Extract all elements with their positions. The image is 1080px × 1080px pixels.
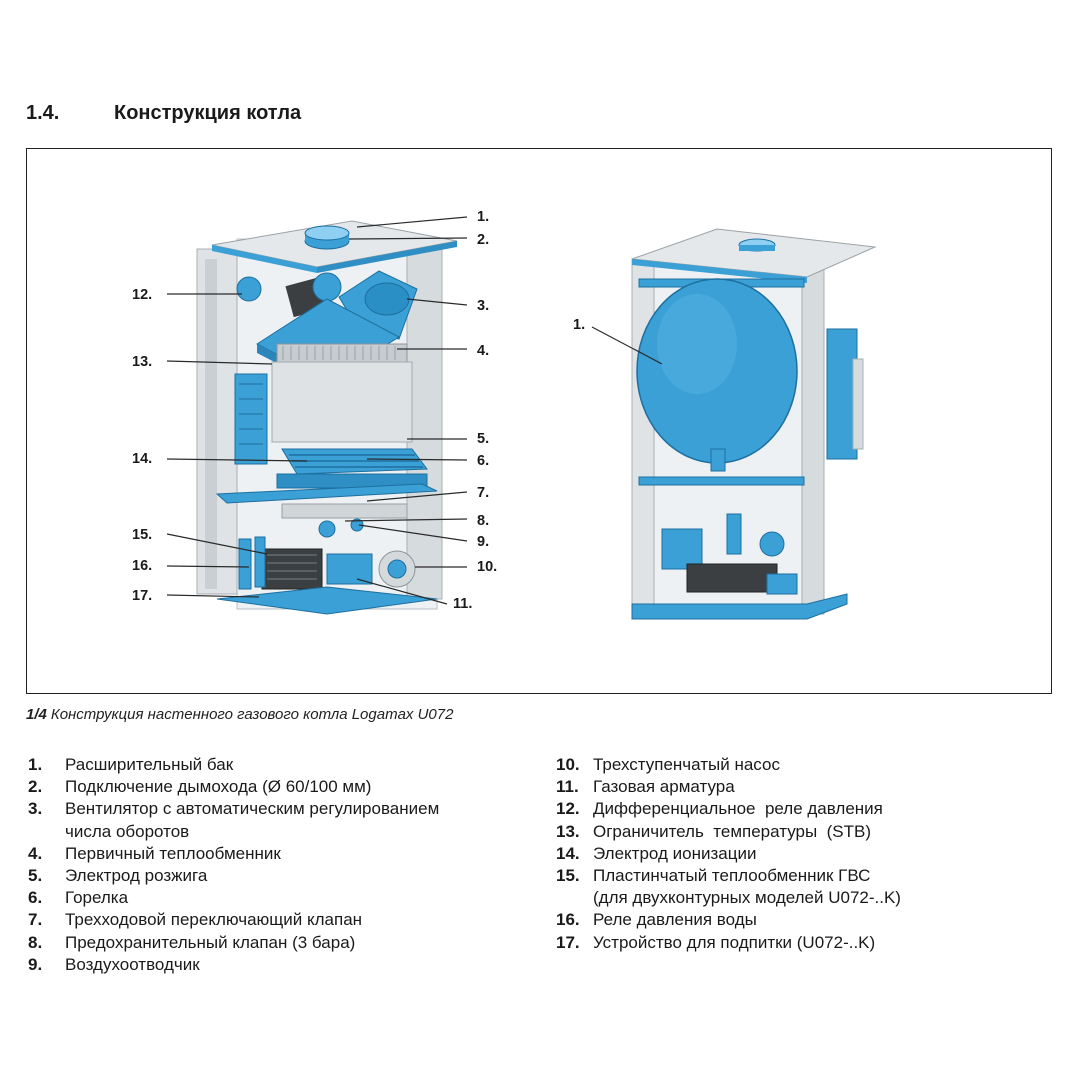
front-callout-17: 17. — [132, 588, 152, 604]
front-callout-3: 3. — [477, 298, 489, 314]
legend-number: 14. — [556, 843, 580, 863]
front-callout-labels: 1. 2. 3. 4. 5. 6. 7. 8. 9. 10. 11. 12. 1… — [132, 209, 497, 612]
section-number: 1.4. — [26, 102, 60, 124]
legend-text: Реле давления воды — [593, 910, 757, 930]
legend-item: 13. Ограничитель температуры (STB) — [556, 821, 1056, 843]
front-callout-2: 2. — [477, 232, 489, 248]
legend-item: (для двухконтурных моделей U072-..K) — [556, 887, 1056, 909]
legend-text: Дифференциальное реле давления — [593, 799, 883, 819]
front-callout-1: 1. — [477, 209, 489, 225]
legend-number: 8. — [28, 932, 43, 952]
legend-item: числа оборотов — [28, 821, 528, 843]
legend-number: 4. — [28, 843, 43, 863]
front-callout-6: 6. — [477, 453, 489, 469]
legend-left-column: 1. Расширительный бак 2. Подключение дымох… — [28, 754, 528, 976]
legend-number: 5. — [28, 866, 43, 886]
section-title: Конструкция котла — [114, 102, 302, 124]
legend-text: Трехступенчатый насос — [593, 755, 780, 774]
legend-number: 11. — [556, 777, 579, 797]
legend-item: 1. Расширительный бак — [28, 754, 528, 776]
front-callout-leaders — [166, 216, 468, 605]
legend-text: числа оборотов — [65, 821, 190, 841]
legend-text: Газовая арматура — [593, 777, 735, 797]
legend-number: 12. — [556, 799, 580, 819]
legend-right-column: 10. Трехступенчатый насос 11. Газовая арма… — [556, 754, 1056, 954]
legend-number — [556, 887, 593, 909]
figure-caption-text: Конструкция настенного газового котла Lo… — [50, 706, 454, 723]
legend-item: 6. Горелка — [28, 887, 528, 909]
section-heading: 1.4. Конструкция котла — [26, 102, 301, 125]
legend-text: (для двухконтурных моделей U072-..K) — [593, 888, 901, 908]
legend-item: 7. Трехходовой переключающий клапан — [28, 909, 528, 931]
legend-text: Пластинчатый теплообменник ГВС — [593, 866, 871, 886]
front-callout-11: 11. — [453, 596, 472, 612]
front-callout-15: 15. — [132, 527, 152, 543]
legend-item: 12. Дифференциальное реле давления — [556, 798, 1056, 820]
legend-text: Горелка — [65, 888, 129, 908]
legend-number: 7. — [28, 910, 43, 930]
legend-number: 17. — [556, 932, 580, 952]
legend-number: 15. — [556, 866, 580, 886]
legend-number: 13. — [556, 821, 580, 841]
rear-boiler-drawing — [631, 228, 877, 620]
legend-text: Электрод ионизации — [593, 843, 757, 863]
rear-callout-1: 1. — [573, 317, 585, 333]
legend-number: 9. — [28, 954, 43, 974]
legend-text: Расширительный бак — [65, 755, 234, 774]
legend-text: Первичный теплообменник — [65, 843, 281, 863]
legend-text: Ограничитель температуры (STB) — [593, 821, 872, 841]
legend-text: Подключение дымохода (Ø 60/100 мм) — [65, 777, 372, 797]
legend-text: Устройство для подпитки (U072-..K) — [593, 932, 876, 952]
legend-item: 8. Предохранительный клапан (3 бара) — [28, 932, 528, 954]
legend-number: 1. — [28, 755, 43, 774]
front-callout-7: 7. — [477, 485, 489, 501]
front-callout-13: 13. — [132, 354, 152, 370]
front-boiler-drawing — [196, 220, 458, 615]
front-callout-16: 16. — [132, 558, 152, 574]
rear-callout: 1. — [573, 317, 663, 365]
legend-text: Трехходовой переключающий клапан — [65, 910, 363, 930]
legend-text: Предохранительный клапан (3 бара) — [65, 932, 356, 952]
front-callout-8: 8. — [477, 513, 489, 529]
front-callout-12: 12. — [132, 287, 152, 303]
legend-item: 3. Вентилятор с автоматическим регулирова… — [28, 798, 528, 820]
front-callout-5: 5. — [477, 431, 489, 447]
legend-item: 11. Газовая арматура — [556, 776, 1056, 798]
boiler-illustration: 1. 2. 3. 4. 5. 6. 7. 8. 9. 10. 11. 12. 1… — [132, 209, 877, 620]
figure-number: 1/4 — [26, 706, 47, 723]
front-callout-9: 9. — [477, 534, 489, 550]
legend-item: 4. Первичный теплообменник — [28, 843, 528, 865]
legend-number: 3. — [28, 799, 43, 819]
legend-item: 15. Пластинчатый теплообменник ГВС — [556, 865, 1056, 887]
legend-item: 9. Воздухоотводчик — [28, 954, 528, 976]
figure-frame: 1. 2. 3. 4. 5. 6. 7. 8. 9. 10. 11. 12. 1… — [26, 148, 1052, 694]
legend-item: 2. Подключение дымохода (Ø 60/100 мм) — [28, 776, 528, 798]
legend-number: 6. — [28, 888, 43, 908]
front-callout-14: 14. — [132, 451, 152, 467]
legend-item: 14. Электрод ионизации — [556, 843, 1056, 865]
legend-item: 16. Реле давления воды — [556, 909, 1056, 931]
legend-item: 10. Трехступенчатый насос — [556, 754, 1056, 776]
legend-number — [28, 821, 65, 843]
legend-text: Воздухоотводчик — [65, 954, 200, 974]
legend-item: 17. Устройство для подпитки (U072-..K) — [556, 932, 1056, 954]
legend-text: Электрод розжига — [65, 866, 208, 886]
legend-text: Вентилятор с автоматическим регулировани… — [65, 799, 440, 819]
front-callout-4: 4. — [477, 343, 489, 359]
front-callout-10: 10. — [477, 559, 497, 575]
legend-number: 16. — [556, 910, 580, 930]
legend-item: 5. Электрод розжига — [28, 865, 528, 887]
legend-number: 10. — [556, 755, 580, 774]
legend-number: 2. — [28, 777, 43, 797]
